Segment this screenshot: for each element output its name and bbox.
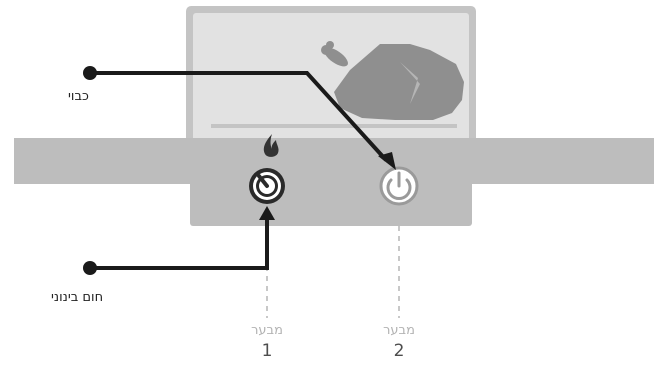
callout-off-arrowhead [378, 152, 396, 170]
oven-rack [211, 124, 457, 128]
callout-medium [83, 206, 275, 275]
panel-band [14, 138, 654, 184]
flame-icon [263, 134, 279, 157]
callout-medium-arrowhead [259, 206, 275, 220]
burner-1-word: מבער [251, 323, 283, 338]
burner-2-word: מבער [383, 323, 415, 338]
burner-2-number: 2 [393, 341, 405, 361]
power-off-icon[interactable] [379, 166, 419, 206]
panel-lower [190, 178, 472, 226]
burner-1-number: 1 [261, 341, 273, 361]
control-panel [14, 138, 654, 226]
callout-medium-label: חום בינוני [51, 290, 104, 305]
roast-chicken-icon [321, 41, 464, 120]
callout-off-label: כבוי [68, 89, 89, 104]
knob-medium-icon[interactable] [249, 168, 285, 204]
callout-off [83, 66, 396, 170]
